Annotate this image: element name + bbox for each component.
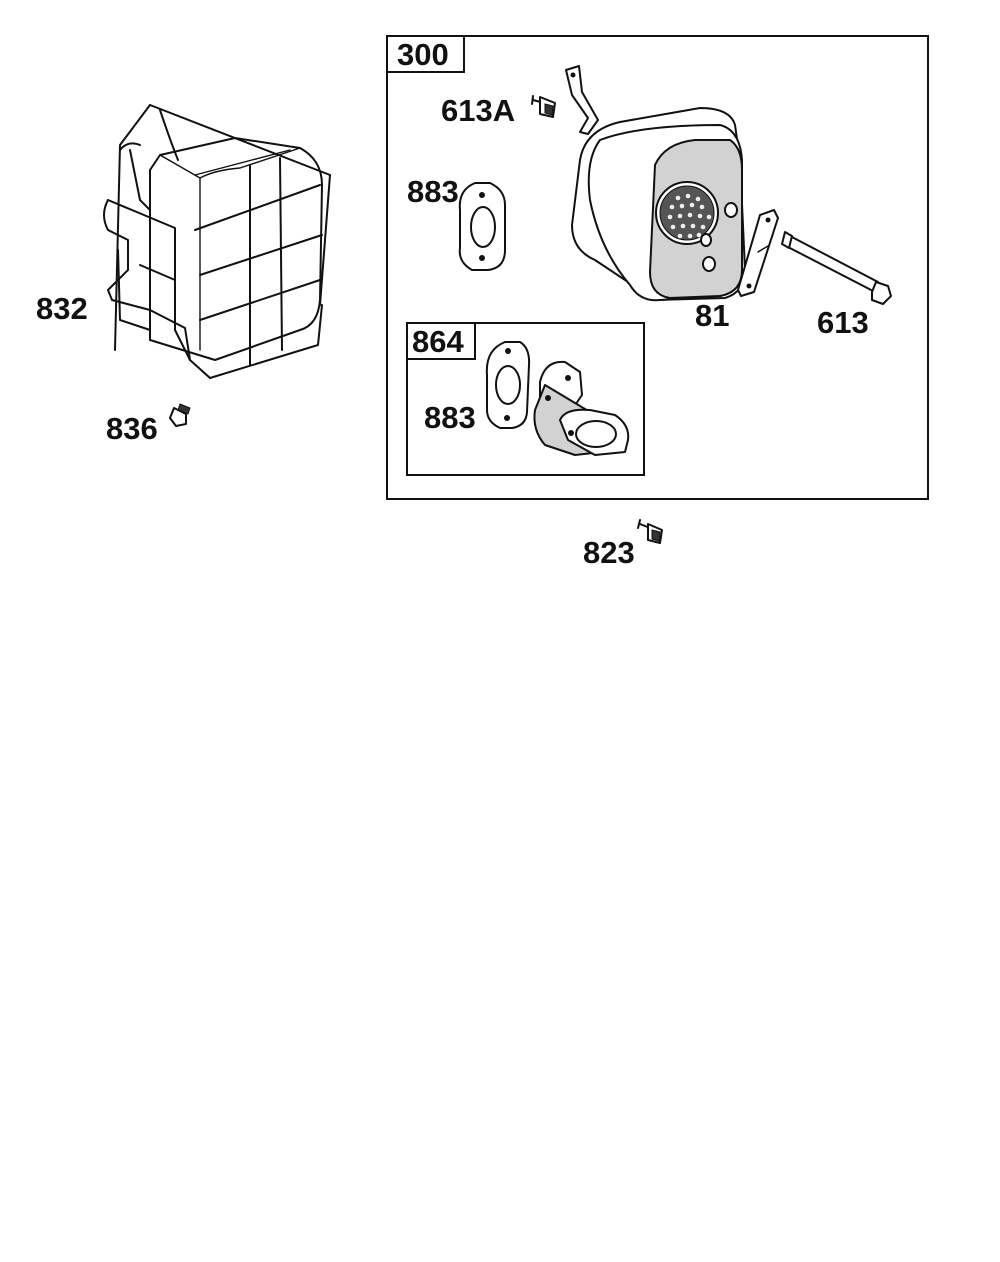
kit-300-frame <box>386 35 929 500</box>
part-613-label: 613 <box>817 305 869 340</box>
screw-836 <box>169 403 191 427</box>
gasket-883-top <box>458 182 506 271</box>
part-883-lower-label: 883 <box>424 400 476 435</box>
kit-864-frame <box>406 322 645 476</box>
part-836-label: 836 <box>106 411 158 446</box>
lock-plate-81 <box>737 209 779 297</box>
kit-300-tag <box>386 35 465 73</box>
muffler-guard-part <box>103 104 331 379</box>
muffler-bracket <box>565 65 599 135</box>
part-823-label: 823 <box>583 535 635 570</box>
kit-864-label: 864 <box>412 324 464 359</box>
part-81-label: 81 <box>695 298 729 333</box>
gasket-883-lower <box>485 341 531 429</box>
kit-864-tag <box>406 322 476 360</box>
bolt-613 <box>781 231 892 305</box>
muffler-body <box>571 107 746 302</box>
part-883-top-label: 883 <box>407 174 459 209</box>
part-832-label: 832 <box>36 291 88 326</box>
part-613a-label: 613A <box>441 93 515 128</box>
screw-823 <box>637 519 663 544</box>
screw-613a <box>531 95 556 118</box>
exhaust-flange-adapter <box>533 360 630 456</box>
kit-300-label: 300 <box>397 37 449 72</box>
